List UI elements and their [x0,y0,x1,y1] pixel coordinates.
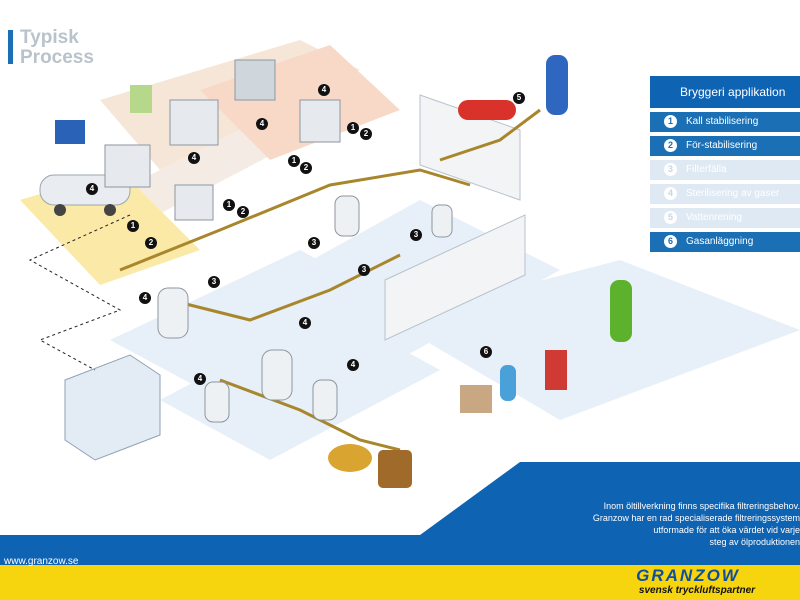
marker: 3 [410,229,422,241]
footer-description-line: steg av ölproduktionen [709,537,800,547]
floor-zone-brewhouse [160,310,440,460]
tank-large [157,287,189,339]
wall-gas [384,214,526,341]
legend-item-6[interactable]: 6 Gasanläggning [650,232,800,252]
lauter-tun [378,450,412,488]
tank-fermenter-2 [204,381,230,423]
marker: 2 [145,237,157,249]
legend-item-label: Vattenrening [686,212,742,223]
red-unit [545,350,567,390]
blue-silo [546,55,568,115]
marker: 4 [194,373,206,385]
lab-room [64,354,161,461]
legend-item-label: För-stabilisering [686,140,758,151]
brand-tagline: svensk tryckluftspartner [638,585,756,596]
legend-item-label: Gasanläggning [686,236,754,247]
green-tank [610,280,632,342]
legend-item-label: Sterilisering av gaser [686,188,780,199]
brew-kettle [328,444,372,472]
marker: 1 [127,220,139,232]
title-line-1: Typisk [20,27,79,48]
marker: 1 [288,155,300,167]
number-2-icon: 2 [664,139,677,152]
title-accent-bar [8,30,13,64]
marker: 2 [360,128,372,140]
brand-logo: GRANZOW [636,566,740,585]
legend-item-label: Kall stabilisering [686,116,759,127]
application-legend: Bryggeri applikation 1 Kall stabilisering… [650,76,800,252]
marker: 1 [223,199,235,211]
footer-description-line: Inom öltillverkning finns specifika filt… [603,501,800,511]
machine-3 [174,184,214,221]
website-link[interactable]: www.granzow.se [4,556,79,567]
floor-zone-gas [390,260,800,420]
number-3-icon: 3 [664,163,677,176]
machine-2 [169,99,219,146]
marker: 4 [299,317,311,329]
marker: 4 [347,359,359,371]
title-line-2: Process [20,47,94,68]
tank-fermenter-3 [312,379,338,421]
footer-blue-band [0,462,800,565]
legend-heading: Bryggeri applikation [650,76,800,108]
marker: 3 [358,264,370,276]
machine-4 [299,99,341,143]
marker: 5 [513,92,525,104]
number-4-icon: 4 [664,187,677,200]
marker: 4 [188,152,200,164]
marker: 4 [256,118,268,130]
pallet-blue [55,120,85,144]
marker: 4 [318,84,330,96]
crate [460,385,492,413]
pallet-bottles [130,85,152,113]
data-link [28,214,131,371]
footer-yellow-band [0,565,800,600]
page-title: Typisk Process [20,28,94,68]
footer-description-line: Granzow har en rad specialiserade filtre… [592,513,800,523]
pipe-water [439,108,541,162]
keg-stack [234,59,276,101]
pipe-brew [219,378,401,452]
number-1-icon: 1 [664,115,677,128]
number-5-icon: 5 [664,211,677,224]
number-6-icon: 6 [664,235,677,248]
marker: 3 [208,276,220,288]
red-tank [458,100,516,120]
legend-item-5[interactable]: 5 Vattenrening [650,208,800,228]
marker: 6 [480,346,492,358]
legend-item-4[interactable]: 4 Sterilisering av gaser [650,184,800,204]
marker: 1 [347,122,359,134]
marker: 2 [237,206,249,218]
legend-item-label: Filterfälla [686,164,727,175]
marker: 4 [139,292,151,304]
marker: 3 [308,237,320,249]
footer-description-line: utformade för att öka värdet vid varje [653,525,800,535]
legend-item-2[interactable]: 2 För-stabilisering [650,136,800,156]
legend-item-3[interactable]: 3 Filterfälla [650,160,800,180]
blue-cylinder [500,365,516,401]
pipe-main [119,168,471,272]
tank-top-2 [431,204,453,238]
legend-item-1[interactable]: 1 Kall stabilisering [650,112,800,132]
marker: 4 [86,183,98,195]
tank-fermenter-1 [261,349,293,401]
marker: 2 [300,162,312,174]
tank-top-1 [334,195,360,237]
machine-1 [104,144,151,188]
footer-description: Inom öltillverkning finns specifika filt… [540,500,800,548]
